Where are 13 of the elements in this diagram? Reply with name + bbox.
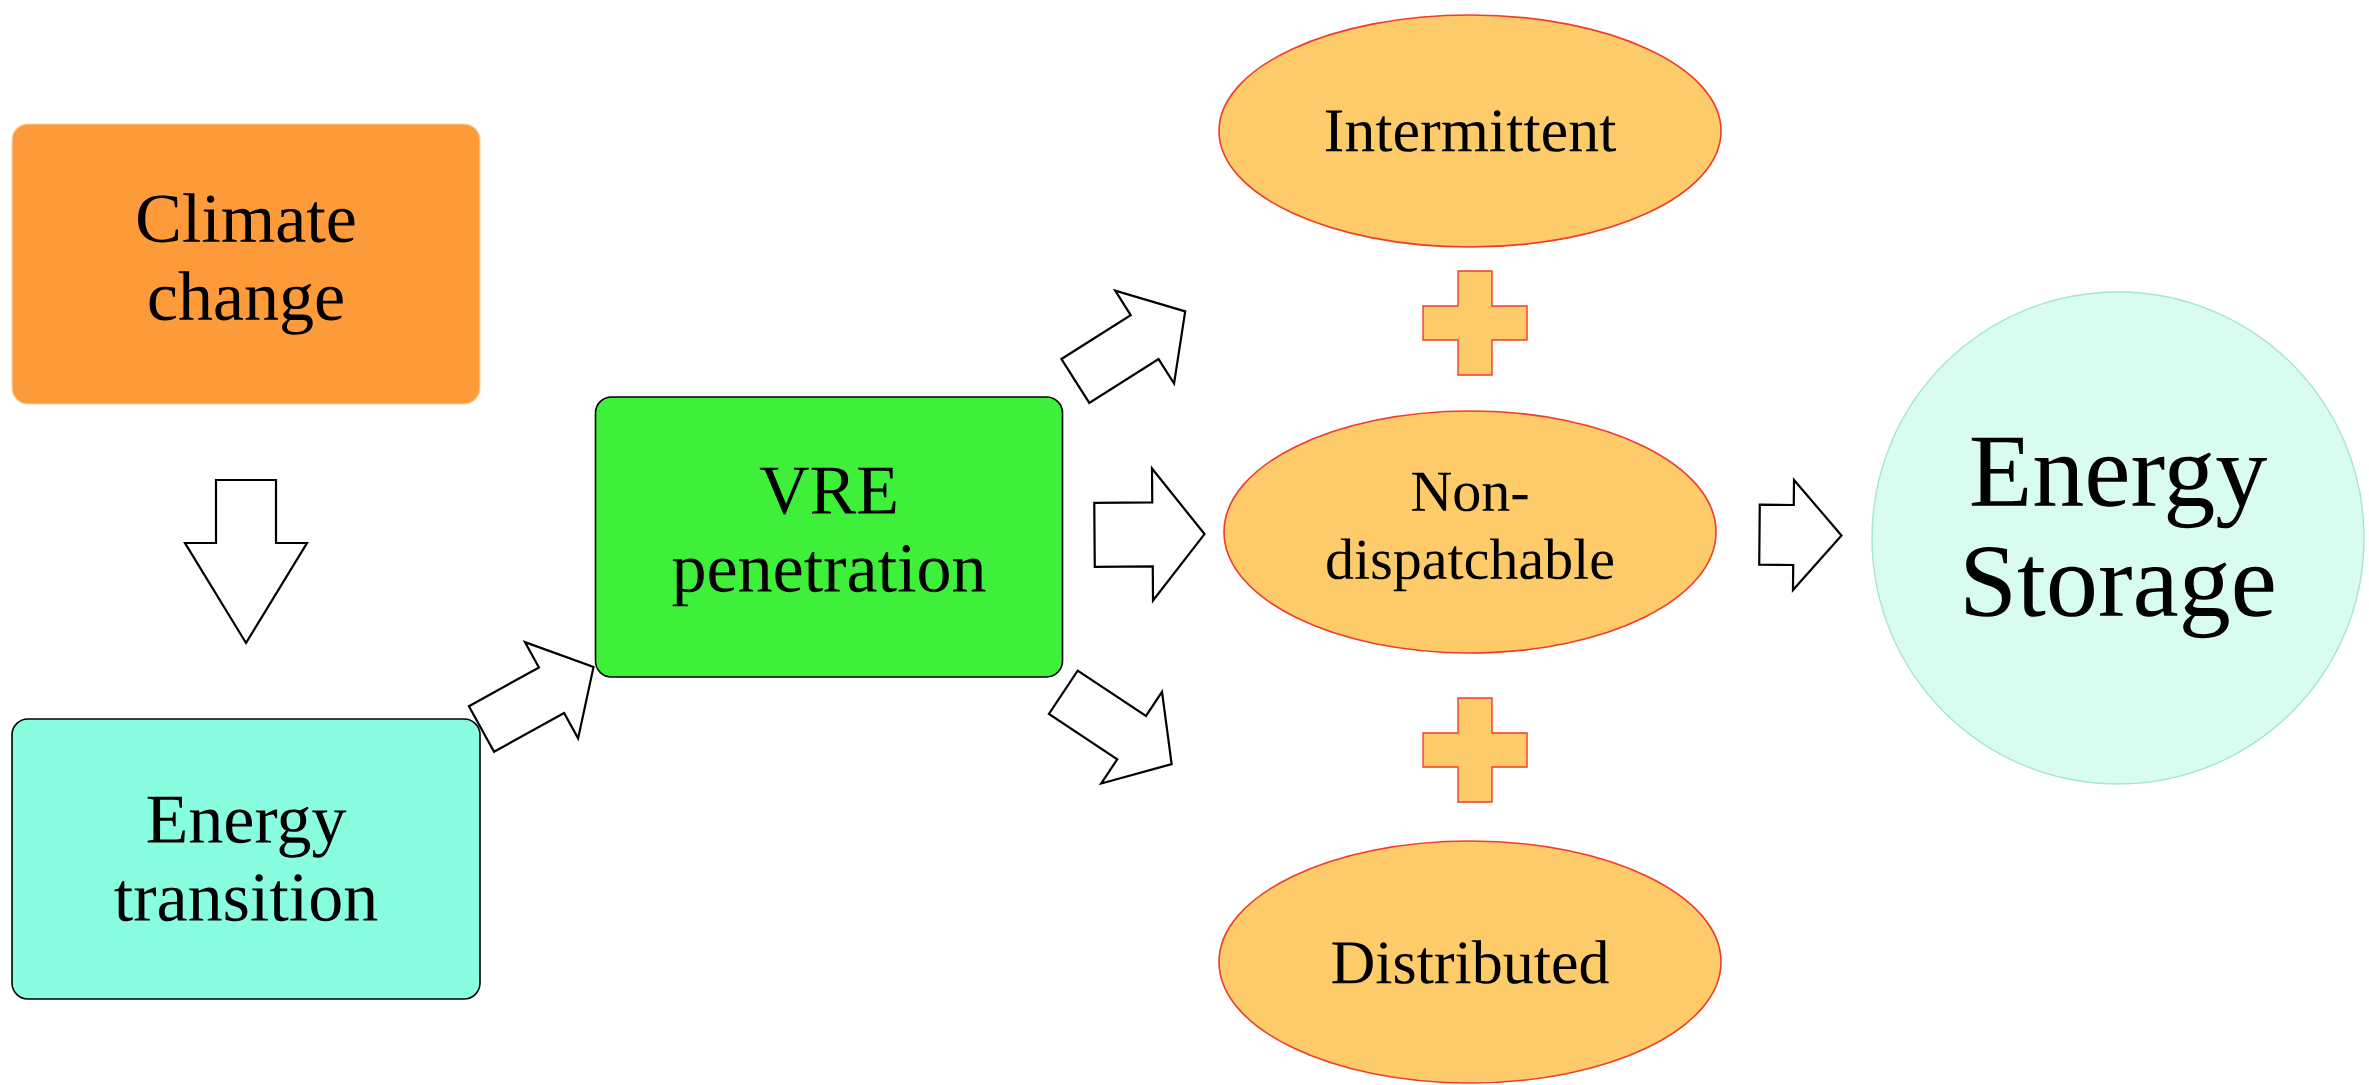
plus-sign bbox=[1422, 270, 1528, 376]
process-box: Climate change bbox=[11, 123, 481, 405]
ellipse-node: Non-dispatchable bbox=[1223, 410, 1717, 654]
ellipse-node: Distributed bbox=[1218, 840, 1722, 1084]
process-box: VRE penetration bbox=[594, 396, 1064, 678]
circle-node: Energy Storage bbox=[1871, 291, 2365, 785]
process-box: Energy transition bbox=[11, 718, 481, 1000]
block-arrow bbox=[183, 478, 309, 646]
block-arrow bbox=[1047, 669, 1173, 786]
block-arrow bbox=[1093, 465, 1206, 604]
ellipse-node: Intermittent bbox=[1218, 14, 1722, 248]
plus-sign bbox=[1422, 697, 1528, 803]
block-arrow bbox=[1758, 477, 1843, 593]
